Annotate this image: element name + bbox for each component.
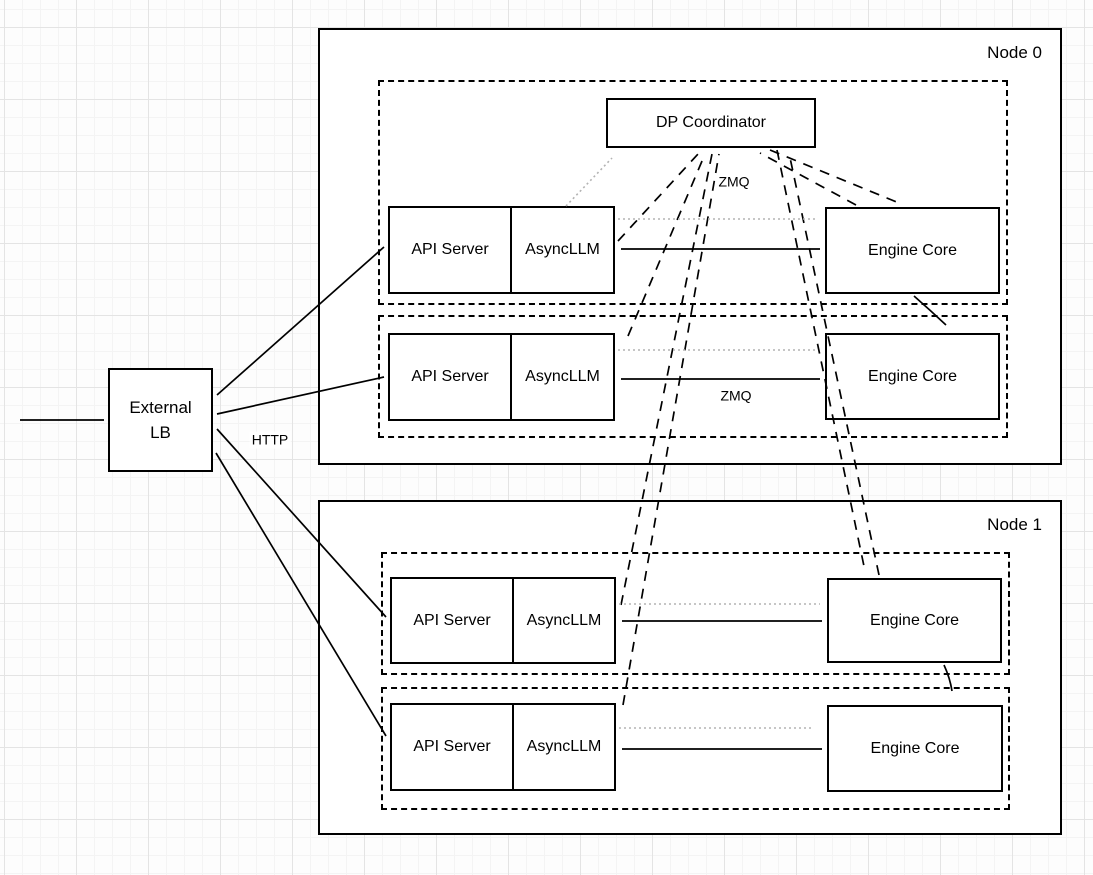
- engine-core-3-label: Engine Core: [870, 611, 959, 629]
- asyncllm-4-label: AsyncLLM: [526, 738, 602, 755]
- api-server-2-label: API Server: [390, 335, 512, 419]
- zmq-row2-edge-label: ZMQ: [718, 387, 754, 405]
- external-lb-label-line1: External: [129, 397, 192, 417]
- asyncllm-3-label: AsyncLLM: [526, 611, 602, 629]
- asyncllm-2-label: AsyncLLM: [525, 368, 600, 385]
- api-server-1-label: API Server: [390, 208, 512, 292]
- node1-replica1-api-asyncllm-box: API Server AsyncLLM: [390, 577, 616, 664]
- node0-replica1-api-asyncllm-box: API Server AsyncLLM: [388, 206, 615, 294]
- engine-core-2-box: Engine Core: [825, 333, 1000, 420]
- engine-core-1-box: Engine Core: [825, 207, 1000, 294]
- engine-core-4-label: Engine Core: [870, 739, 960, 757]
- engine-core-3-box: Engine Core: [827, 578, 1002, 663]
- api-server-4-label: API Server: [392, 705, 514, 789]
- dp-coordinator-box: DP Coordinator: [606, 98, 816, 148]
- zmq-coordinator-edge-label: ZMQ: [716, 173, 752, 191]
- asyncllm-1-label: AsyncLLM: [525, 241, 600, 258]
- node1-replica2-api-asyncllm-box: API Server AsyncLLM: [390, 703, 616, 791]
- node-0-label: Node 0: [987, 43, 1042, 62]
- node-1-label: Node 1: [987, 515, 1042, 534]
- external-lb-box: External LB: [108, 368, 213, 472]
- api-server-3-label: API Server: [392, 579, 514, 662]
- dp-coordinator-label: DP Coordinator: [656, 114, 766, 131]
- external-lb-label-line2: LB: [150, 423, 171, 442]
- http-edge-label: HTTP: [249, 431, 291, 449]
- node0-replica2-api-asyncllm-box: API Server AsyncLLM: [388, 333, 615, 421]
- engine-core-4-box: Engine Core: [827, 705, 1003, 792]
- engine-core-2-label: Engine Core: [868, 367, 957, 385]
- engine-core-1-label: Engine Core: [868, 241, 957, 259]
